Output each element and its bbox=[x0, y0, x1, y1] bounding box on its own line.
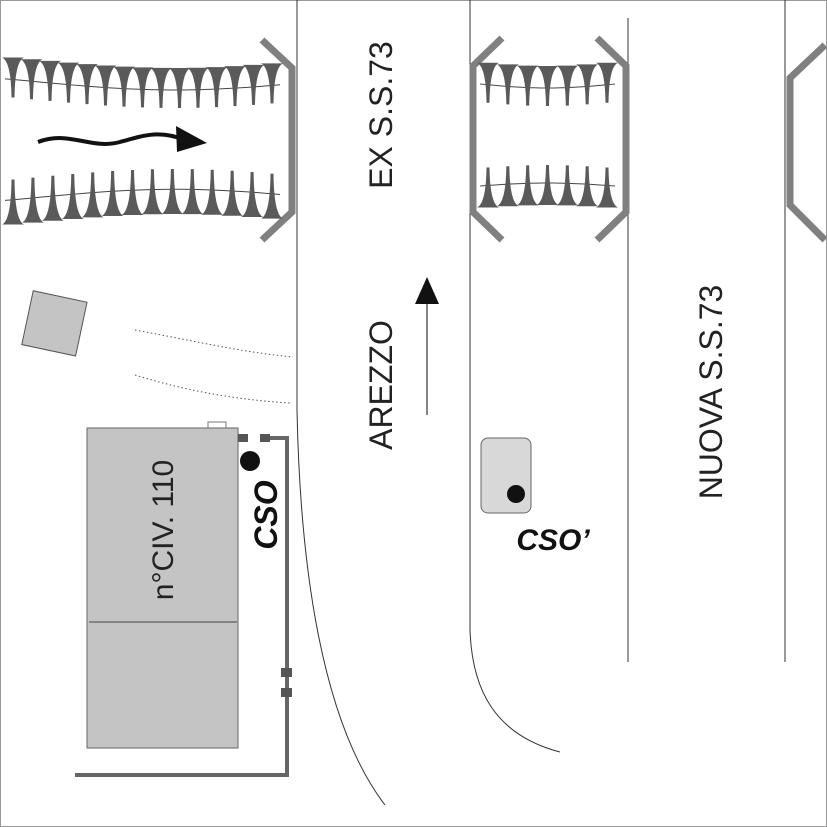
spike-bottom-left bbox=[41, 175, 64, 221]
dotted-path-2 bbox=[134, 374, 291, 404]
spike-bottom-middle bbox=[556, 165, 579, 206]
spike-top-left bbox=[57, 62, 80, 103]
spike-top-left bbox=[205, 67, 228, 108]
spike-bottom-left bbox=[101, 171, 124, 217]
spike-bottom-left bbox=[181, 169, 204, 215]
spike-bottom-left bbox=[161, 169, 184, 215]
spike-top-middle bbox=[516, 65, 539, 106]
spike-top-middle bbox=[576, 64, 599, 105]
cso-prime-point-icon bbox=[507, 485, 525, 503]
building-civ-110 bbox=[86, 427, 239, 749]
bridge-bracket-far-right bbox=[786, 42, 827, 243]
bridge-bracket-left bbox=[259, 37, 296, 243]
spike-bottom-middle bbox=[477, 167, 499, 208]
spike-top-left bbox=[168, 67, 191, 108]
dotted-path-1 bbox=[134, 329, 294, 358]
cso-prime-box bbox=[480, 437, 532, 514]
spike-top-left bbox=[224, 66, 246, 107]
spike-top-middle bbox=[556, 65, 579, 106]
spike-bottom-left bbox=[261, 173, 283, 219]
direction-arrow-head-icon bbox=[415, 277, 439, 304]
spike-top-middle bbox=[596, 62, 618, 103]
spike-top-left bbox=[94, 65, 117, 106]
spike-bottom-middle bbox=[496, 166, 519, 207]
spike-top-left bbox=[2, 57, 24, 98]
spike-bottom-left bbox=[121, 169, 144, 215]
pipe-joint bbox=[260, 434, 270, 442]
pipe-joint bbox=[281, 668, 292, 677]
spike-bottom-middle bbox=[516, 165, 539, 206]
embankment-hatching bbox=[2, 57, 618, 225]
spike-bottom-left bbox=[61, 174, 84, 220]
spike-bottom-left bbox=[241, 172, 264, 218]
spike-top-left bbox=[20, 59, 43, 100]
spike-bottom-middle bbox=[576, 166, 599, 207]
spike-bottom-middle bbox=[536, 165, 559, 205]
label-city: AREZZO bbox=[363, 320, 399, 450]
label-new-road: NUOVA S.S.73 bbox=[693, 285, 729, 500]
drain-pipe bbox=[75, 436, 289, 777]
spike-bottom-left bbox=[81, 172, 104, 218]
spike-top-left bbox=[76, 64, 98, 105]
spike-top-left bbox=[113, 66, 135, 107]
spike-bottom-left bbox=[221, 170, 244, 216]
spike-bottom-middle bbox=[596, 167, 618, 208]
road-edge-left bbox=[296, 0, 386, 806]
spike-bottom-left bbox=[21, 177, 44, 223]
pipe-joint bbox=[238, 434, 248, 442]
spike-top-middle bbox=[536, 66, 559, 106]
spike-top-left bbox=[131, 67, 154, 108]
spike-top-left bbox=[39, 60, 61, 101]
label-ex-road: EX S.S.73 bbox=[363, 41, 399, 189]
label-building: n°CIV. 110 bbox=[147, 460, 180, 600]
label-cso-prime: CSO’ bbox=[516, 524, 590, 557]
spike-top-middle bbox=[477, 62, 499, 103]
spike-bottom-left bbox=[201, 169, 224, 215]
bridge-bracket-middle-left bbox=[469, 35, 505, 243]
spike-bottom-left bbox=[2, 179, 24, 225]
bridge-bracket-middle-right bbox=[594, 35, 630, 243]
label-cso: CSO bbox=[248, 480, 284, 549]
spike-top-left bbox=[187, 67, 209, 108]
road-edge-middle bbox=[469, 0, 561, 753]
spike-bottom-left bbox=[141, 169, 164, 215]
flow-arrow-head-icon bbox=[176, 126, 207, 152]
pipe-joint bbox=[281, 688, 292, 697]
spike-top-left bbox=[261, 63, 283, 104]
spike-top-left bbox=[150, 67, 172, 108]
cso-point-icon bbox=[240, 451, 260, 471]
spike-top-middle bbox=[496, 64, 519, 105]
spike-top-left bbox=[242, 64, 265, 105]
flow-arrow-line bbox=[37, 132, 186, 146]
small-building bbox=[21, 290, 88, 357]
